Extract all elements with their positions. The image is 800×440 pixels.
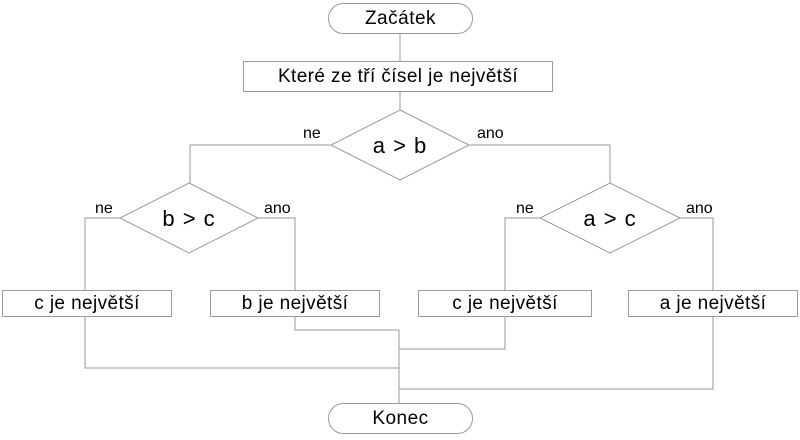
edge-decision2-yes xyxy=(258,217,296,291)
start-label: Začátek xyxy=(364,7,437,29)
diamond-group xyxy=(118,109,682,254)
edge-decision1-yes xyxy=(469,144,611,184)
branch-label-yes-1: ano xyxy=(477,125,504,142)
decision-diamond-a-gt-b xyxy=(329,109,471,181)
question-label: Které ze tří čísel je největší xyxy=(277,65,519,87)
branch-label-no-1: ne xyxy=(303,125,321,142)
edge-result1-end xyxy=(84,316,399,369)
branch-label-no-3: ne xyxy=(516,200,534,217)
start-terminal: Začátek xyxy=(328,3,473,34)
decision-label-b-gt-c: b > c xyxy=(162,206,216,231)
end-terminal: Konec xyxy=(328,403,473,434)
result-box-b-largest: b je největší xyxy=(210,290,380,317)
edge-decision1-no xyxy=(189,144,331,184)
branch-label-yes-3: ano xyxy=(686,200,713,217)
result-label: c je největší xyxy=(452,292,558,314)
result-label: c je největší xyxy=(34,292,140,314)
result-label: b je největší xyxy=(241,292,349,314)
connector-group xyxy=(84,34,714,404)
edge-result4-end xyxy=(399,316,714,390)
question-box: Které ze tří čísel je největší xyxy=(243,61,553,92)
decision-label-a-gt-b: a > b xyxy=(372,133,428,158)
decision-diamond-a-gt-c xyxy=(538,182,682,254)
edge-decision3-yes xyxy=(680,217,714,291)
decision-label-a-gt-c: a > c xyxy=(583,206,637,231)
branch-label-yes-2: ano xyxy=(264,200,291,217)
edge-decision2-no xyxy=(84,217,120,291)
branch-label-no-2: ne xyxy=(95,200,113,217)
result-box-c-largest-right: c je největší xyxy=(418,290,592,317)
edge-decision3-no xyxy=(504,217,540,291)
result-label: a je největší xyxy=(659,292,767,314)
result-box-a-largest: a je největší xyxy=(628,290,798,317)
end-label: Konec xyxy=(372,407,429,429)
decision-diamond-b-gt-c xyxy=(118,182,260,254)
result-box-c-largest-left: c je největší xyxy=(2,290,172,317)
edge-result3-end xyxy=(399,316,506,350)
edge-result2-end xyxy=(294,316,399,331)
